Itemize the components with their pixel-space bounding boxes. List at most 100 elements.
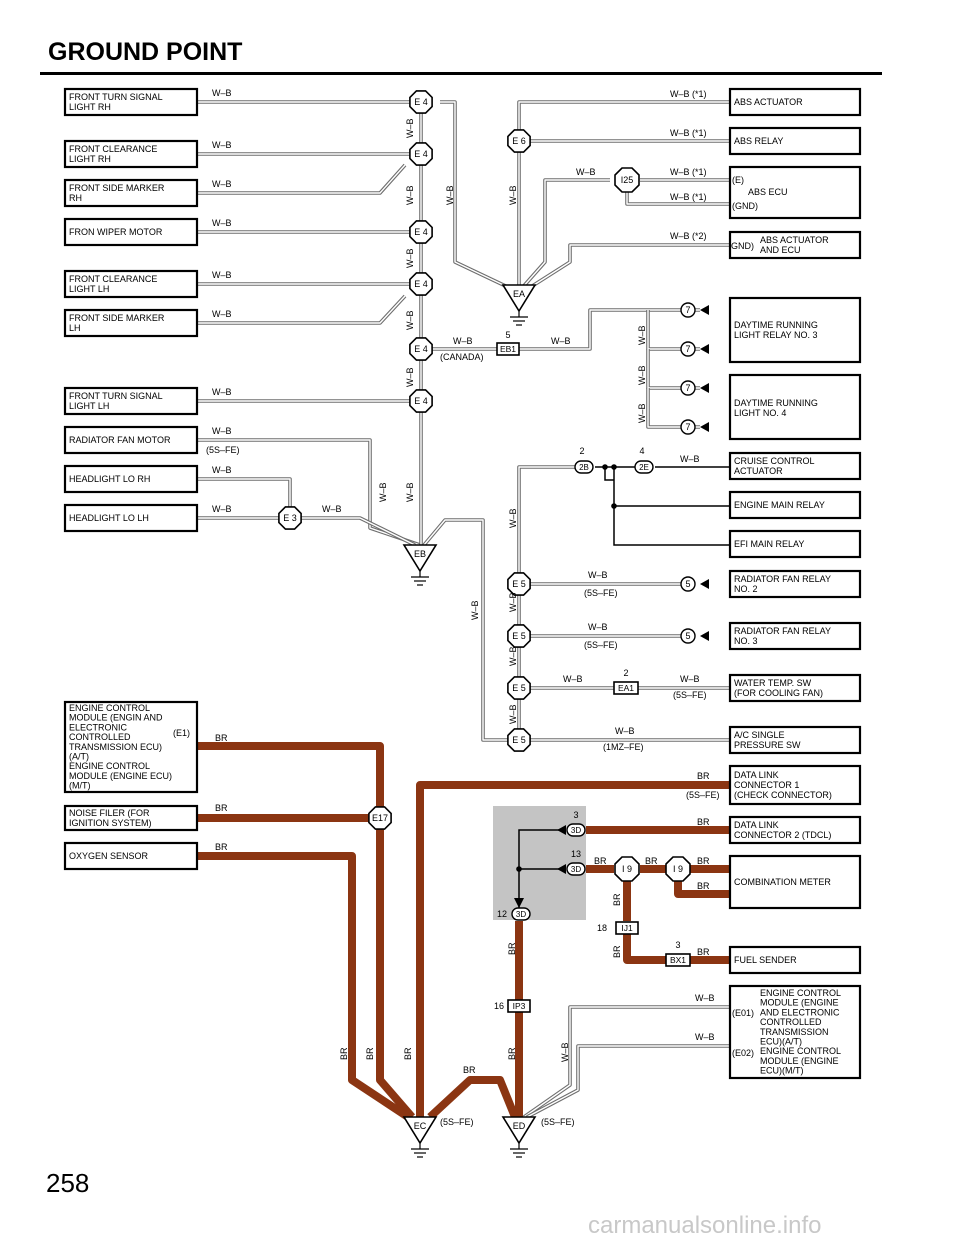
component-label: FRONT TURN SIGNAL <box>69 92 163 102</box>
wb-i25-to-ea <box>520 178 610 290</box>
component-label: ENGINE CONTROL <box>69 703 150 713</box>
wire-label: BR <box>339 1047 349 1060</box>
wire-label: W–B <box>212 465 232 475</box>
component-label: HEADLIGHT LO LH <box>69 513 149 523</box>
wb-e4-to-ea-core <box>440 101 515 291</box>
signal-3d-3 <box>518 829 566 869</box>
wire-label: W–B <box>508 508 518 528</box>
connector-shape <box>615 921 639 935</box>
wire-label: W–B (*1) <box>670 89 707 99</box>
pin-arrow <box>700 344 709 354</box>
signal-2b-tap <box>604 467 614 481</box>
page-number: 258 <box>46 1168 90 1198</box>
splice-e4-3: E 4 <box>409 220 433 244</box>
wire-label: W–B <box>212 270 232 280</box>
splice-e4-4: E 4 <box>409 272 433 296</box>
pin-arrow <box>700 422 709 432</box>
component-label: LIGHT RELAY NO. 3 <box>734 330 818 340</box>
component-head-rh: HEADLIGHT LO RH <box>63 464 199 494</box>
connector-3d-12: 3D <box>511 907 531 921</box>
connector-label: EA1 <box>618 683 634 693</box>
component-box <box>728 815 862 845</box>
wire-label: W–B <box>405 118 415 138</box>
splice-label: E 5 <box>512 683 526 693</box>
component-label: (FOR COOLING FAN) <box>734 688 823 698</box>
component-oxygen: OXYGEN SENSOR <box>63 841 199 871</box>
component-label: NOISE FILER (FOR <box>69 808 150 818</box>
component-label: ECU)(M/T) <box>760 1066 804 1076</box>
wire-label: (5S–FE) <box>584 640 618 650</box>
component-label: MODULE (ENGIN AND <box>69 713 163 723</box>
splice-shape <box>409 337 433 361</box>
wire-label: W–B <box>560 1042 570 1062</box>
wire-label: 2 <box>623 668 628 678</box>
component-label: DAYTIME RUNNING <box>734 320 818 330</box>
splice-label: I 9 <box>622 864 632 874</box>
arrow-3d-13 <box>557 864 566 874</box>
splice-e4-6: E 4 <box>409 389 433 413</box>
component-label: ECU)(A/T) <box>760 1037 802 1047</box>
component-label: LH <box>69 323 81 333</box>
pin-arrow <box>700 305 709 315</box>
ground-triangle <box>501 284 537 313</box>
component-box <box>63 217 199 247</box>
pin-circle <box>680 419 696 435</box>
wb-abs-act-ecu <box>525 243 730 292</box>
wire-label: 3 <box>573 810 578 820</box>
component-label: DAYTIME RUNNING <box>734 398 818 408</box>
component-label: LIGHT LH <box>69 401 109 411</box>
component-box <box>63 503 199 533</box>
connector-bx1: BX1 <box>665 953 691 967</box>
splice-shape <box>507 572 531 596</box>
wire-label: 5 <box>505 330 510 340</box>
wire-label: (E01) <box>732 1008 754 1018</box>
splice-label: E 6 <box>512 136 526 146</box>
splice-e3: E 3 <box>278 506 302 530</box>
wire-label: W–B (*1) <box>670 192 707 202</box>
splice-label: E 5 <box>512 735 526 745</box>
wire-label: W–B <box>378 482 388 502</box>
page-title: GROUND POINT <box>48 38 243 66</box>
ground-triangle <box>402 544 438 573</box>
wire-label: 13 <box>571 849 581 859</box>
wire-label: 4 <box>639 446 644 456</box>
wire-label: W–B (*2) <box>670 231 707 241</box>
watermark: carmanualsonline.info <box>588 1212 822 1239</box>
wire-label: W–B <box>453 336 473 346</box>
pin-arrow <box>700 383 709 393</box>
wb-e3-to-eb-core <box>300 517 416 546</box>
component-box <box>63 804 199 832</box>
component-label: ABS RELAY <box>734 136 783 146</box>
component-label: RADIATOR FAN RELAY <box>734 574 831 584</box>
pin-number: 7 <box>685 344 690 354</box>
wire-label: BR <box>697 771 710 781</box>
component-label: ENGINE MAIN RELAY <box>734 500 825 510</box>
ground-triangle <box>402 1116 438 1145</box>
component-box <box>63 425 199 455</box>
component-wiper: FRON WIPER MOTOR <box>63 217 199 247</box>
component-label: NO. 2 <box>734 584 758 594</box>
pin-circle <box>680 628 696 644</box>
component-abs-relay: ABS RELAY <box>728 126 862 156</box>
component-label: ABS ACTUATOR <box>734 97 803 107</box>
component-label: FRONT CLEARANCE <box>69 144 157 154</box>
component-box <box>63 269 199 299</box>
pin-number: 7 <box>685 305 690 315</box>
wire-label: W–B <box>508 646 518 666</box>
splice-e5-4: E 5 <box>507 728 531 752</box>
wire-label: (E02) <box>732 1048 754 1058</box>
wire-label: W–B <box>445 185 455 205</box>
component-label: (M/T) <box>69 781 91 791</box>
component-box <box>63 139 199 169</box>
component-rad-fan: RADIATOR FAN MOTOR <box>63 425 199 455</box>
splice-shape <box>507 676 531 700</box>
wire-label: BR <box>215 733 228 743</box>
